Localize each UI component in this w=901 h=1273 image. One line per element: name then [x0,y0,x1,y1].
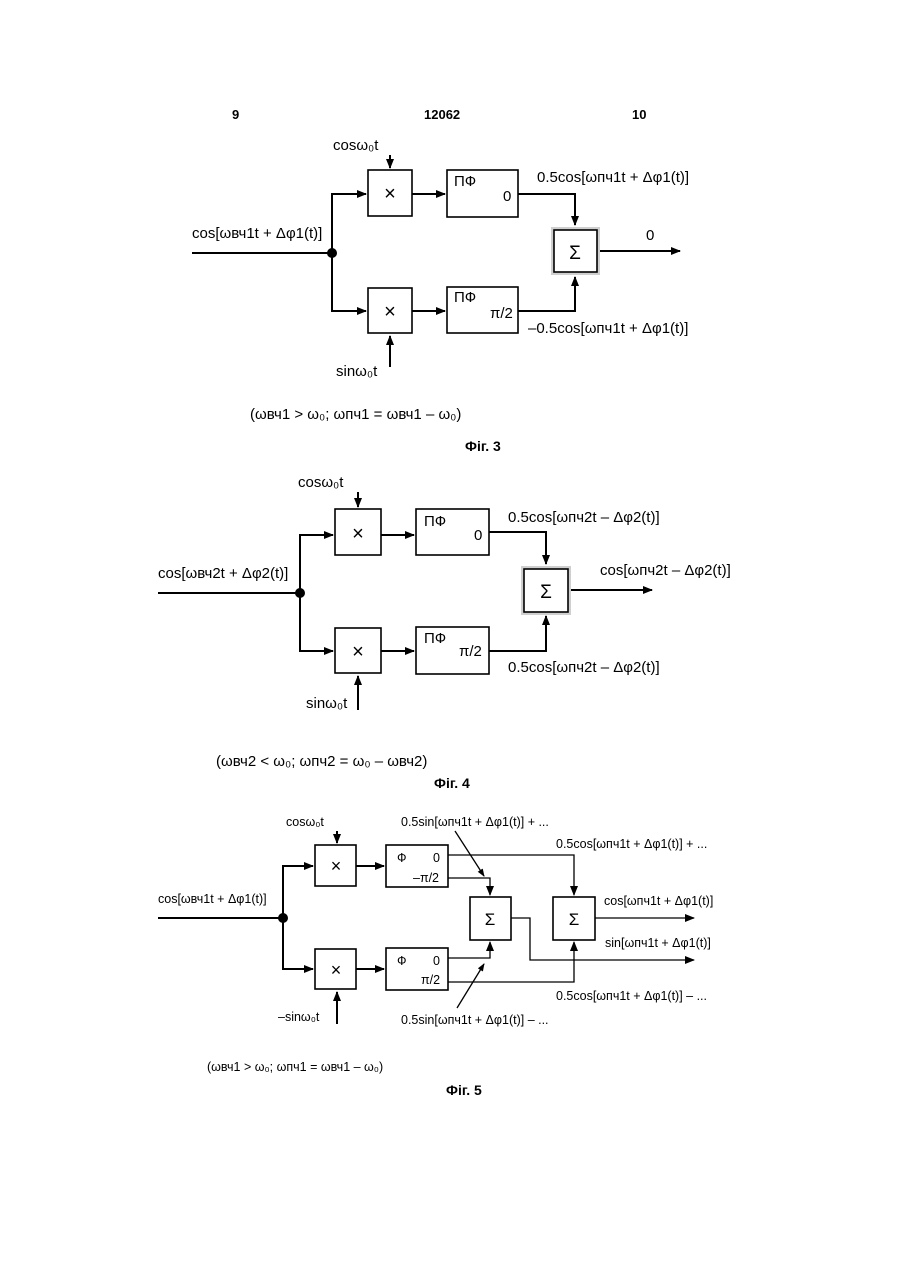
fig5-note-bottom-cos: 0.5cos[ωпч1t + Δφ1(t)] – ... [556,989,707,1003]
figure-5: cosω₀t cos[ωвч1t + Δφ1(t)] × × –sinω₀t Ф… [158,815,713,1098]
fig4-input-label: cos[ωвч2t + Δφ2(t)] [158,565,288,582]
fig3-filter-bottom-phase: π/2 [490,305,513,322]
document-number: 12062 [424,107,460,122]
page-number-left: 9 [232,107,239,122]
fig5-sin-lo-label: –sinω₀t [278,1010,320,1024]
fig3-top-branch-label: 0.5cos[ωпч1t + Δφ1(t)] [537,169,689,186]
fig4-summer-sign: Σ [540,582,552,603]
fig4-condition: (ωвч2 < ω₀; ωпч2 = ω₀ – ωвч2) [216,753,427,770]
fig4-filter-bottom-name: ПФ [424,630,446,647]
fig5-multiplier-top-sign: × [331,856,342,876]
fig5-caption: Фіг. 5 [446,1082,482,1098]
fig4-sin-lo-label: sinω₀t [306,695,348,712]
fig5-output-cos-label: cos[ωпч1t + Δφ1(t)] [604,894,713,908]
fig5-input-label: cos[ωвч1t + Δφ1(t)] [158,892,267,906]
fig4-caption: Фіг. 4 [434,775,470,791]
fig5-filter-top-name: Ф [397,851,407,865]
fig3-input-label: cos[ωвч1t + Δφ1(t)] [192,225,322,242]
fig5-filter-top-phase0: 0 [433,851,440,865]
fig3-summer-sign: Σ [569,243,581,264]
fig3-condition: (ωвч1 > ω₀; ωпч1 = ωвч1 – ω₀) [250,406,461,423]
fig4-filter-bottom-phase: π/2 [459,643,482,660]
fig3-filter-top-phase: 0 [503,188,511,205]
figure-3: cosω₀t cos[ωвч1t + Δφ1(t)] × × sinω₀t ПФ… [192,137,689,454]
fig4-filter-top-phase: 0 [474,527,482,544]
fig5-note-bottom-sin: 0.5sin[ωпч1t + Δφ1(t)] – ... [401,1013,549,1027]
fig3-caption: Фіг. 3 [465,438,501,454]
fig3-cos-lo-label: cosω₀t [333,137,379,154]
fig4-cos-lo-label: cosω₀t [298,474,344,491]
fig4-filter-top-name: ПФ [424,513,446,530]
fig5-filter-bottom-name: Ф [397,954,407,968]
fig5-summer-sin-sign: Σ [485,910,496,929]
fig5-note-top-cos: 0.5cos[ωпч1t + Δφ1(t)] + ... [556,837,707,851]
fig4-multiplier-top-sign: × [352,523,364,545]
fig5-filter-bottom-phase0: 0 [433,954,440,968]
fig3-output-label: 0 [646,227,654,244]
figure-4: cosω₀t cos[ωвч2t + Δφ2(t)] × × sinω₀t ПФ… [158,474,731,791]
fig5-filter-top-phase1: –π/2 [413,871,439,885]
fig3-multiplier-bottom-sign: × [384,301,396,323]
fig5-summer-cos-sign: Σ [569,910,580,929]
fig3-multiplier-top-sign: × [384,183,396,205]
fig5-output-sin-label: sin[ωпч1t + Δφ1(t)] [605,936,711,950]
fig4-multiplier-bottom-sign: × [352,641,364,663]
page-number-right: 10 [632,107,646,122]
fig3-bottom-branch-label: –0.5cos[ωпч1t + Δφ1(t)] [528,320,688,337]
fig4-top-branch-label: 0.5cos[ωпч2t – Δφ2(t)] [508,509,660,526]
fig5-cos-lo-label: cosω₀t [286,815,324,829]
fig4-bottom-branch-label: 0.5cos[ωпч2t – Δφ2(t)] [508,659,660,676]
fig3-filter-bottom-name: ПФ [454,289,476,306]
fig5-note-top-sin: 0.5sin[ωпч1t + Δφ1(t)] + ... [401,815,549,829]
fig3-filter-top-name: ПФ [454,173,476,190]
fig5-filter-bottom-phase1: π/2 [421,973,440,987]
fig4-output-label: cos[ωпч2t – Δφ2(t)] [600,562,731,579]
fig3-sin-lo-label: sinω₀t [336,363,378,380]
fig5-multiplier-bottom-sign: × [331,960,342,980]
fig5-condition: (ωвч1 > ω₀; ωпч1 = ωвч1 – ω₀) [207,1060,383,1074]
